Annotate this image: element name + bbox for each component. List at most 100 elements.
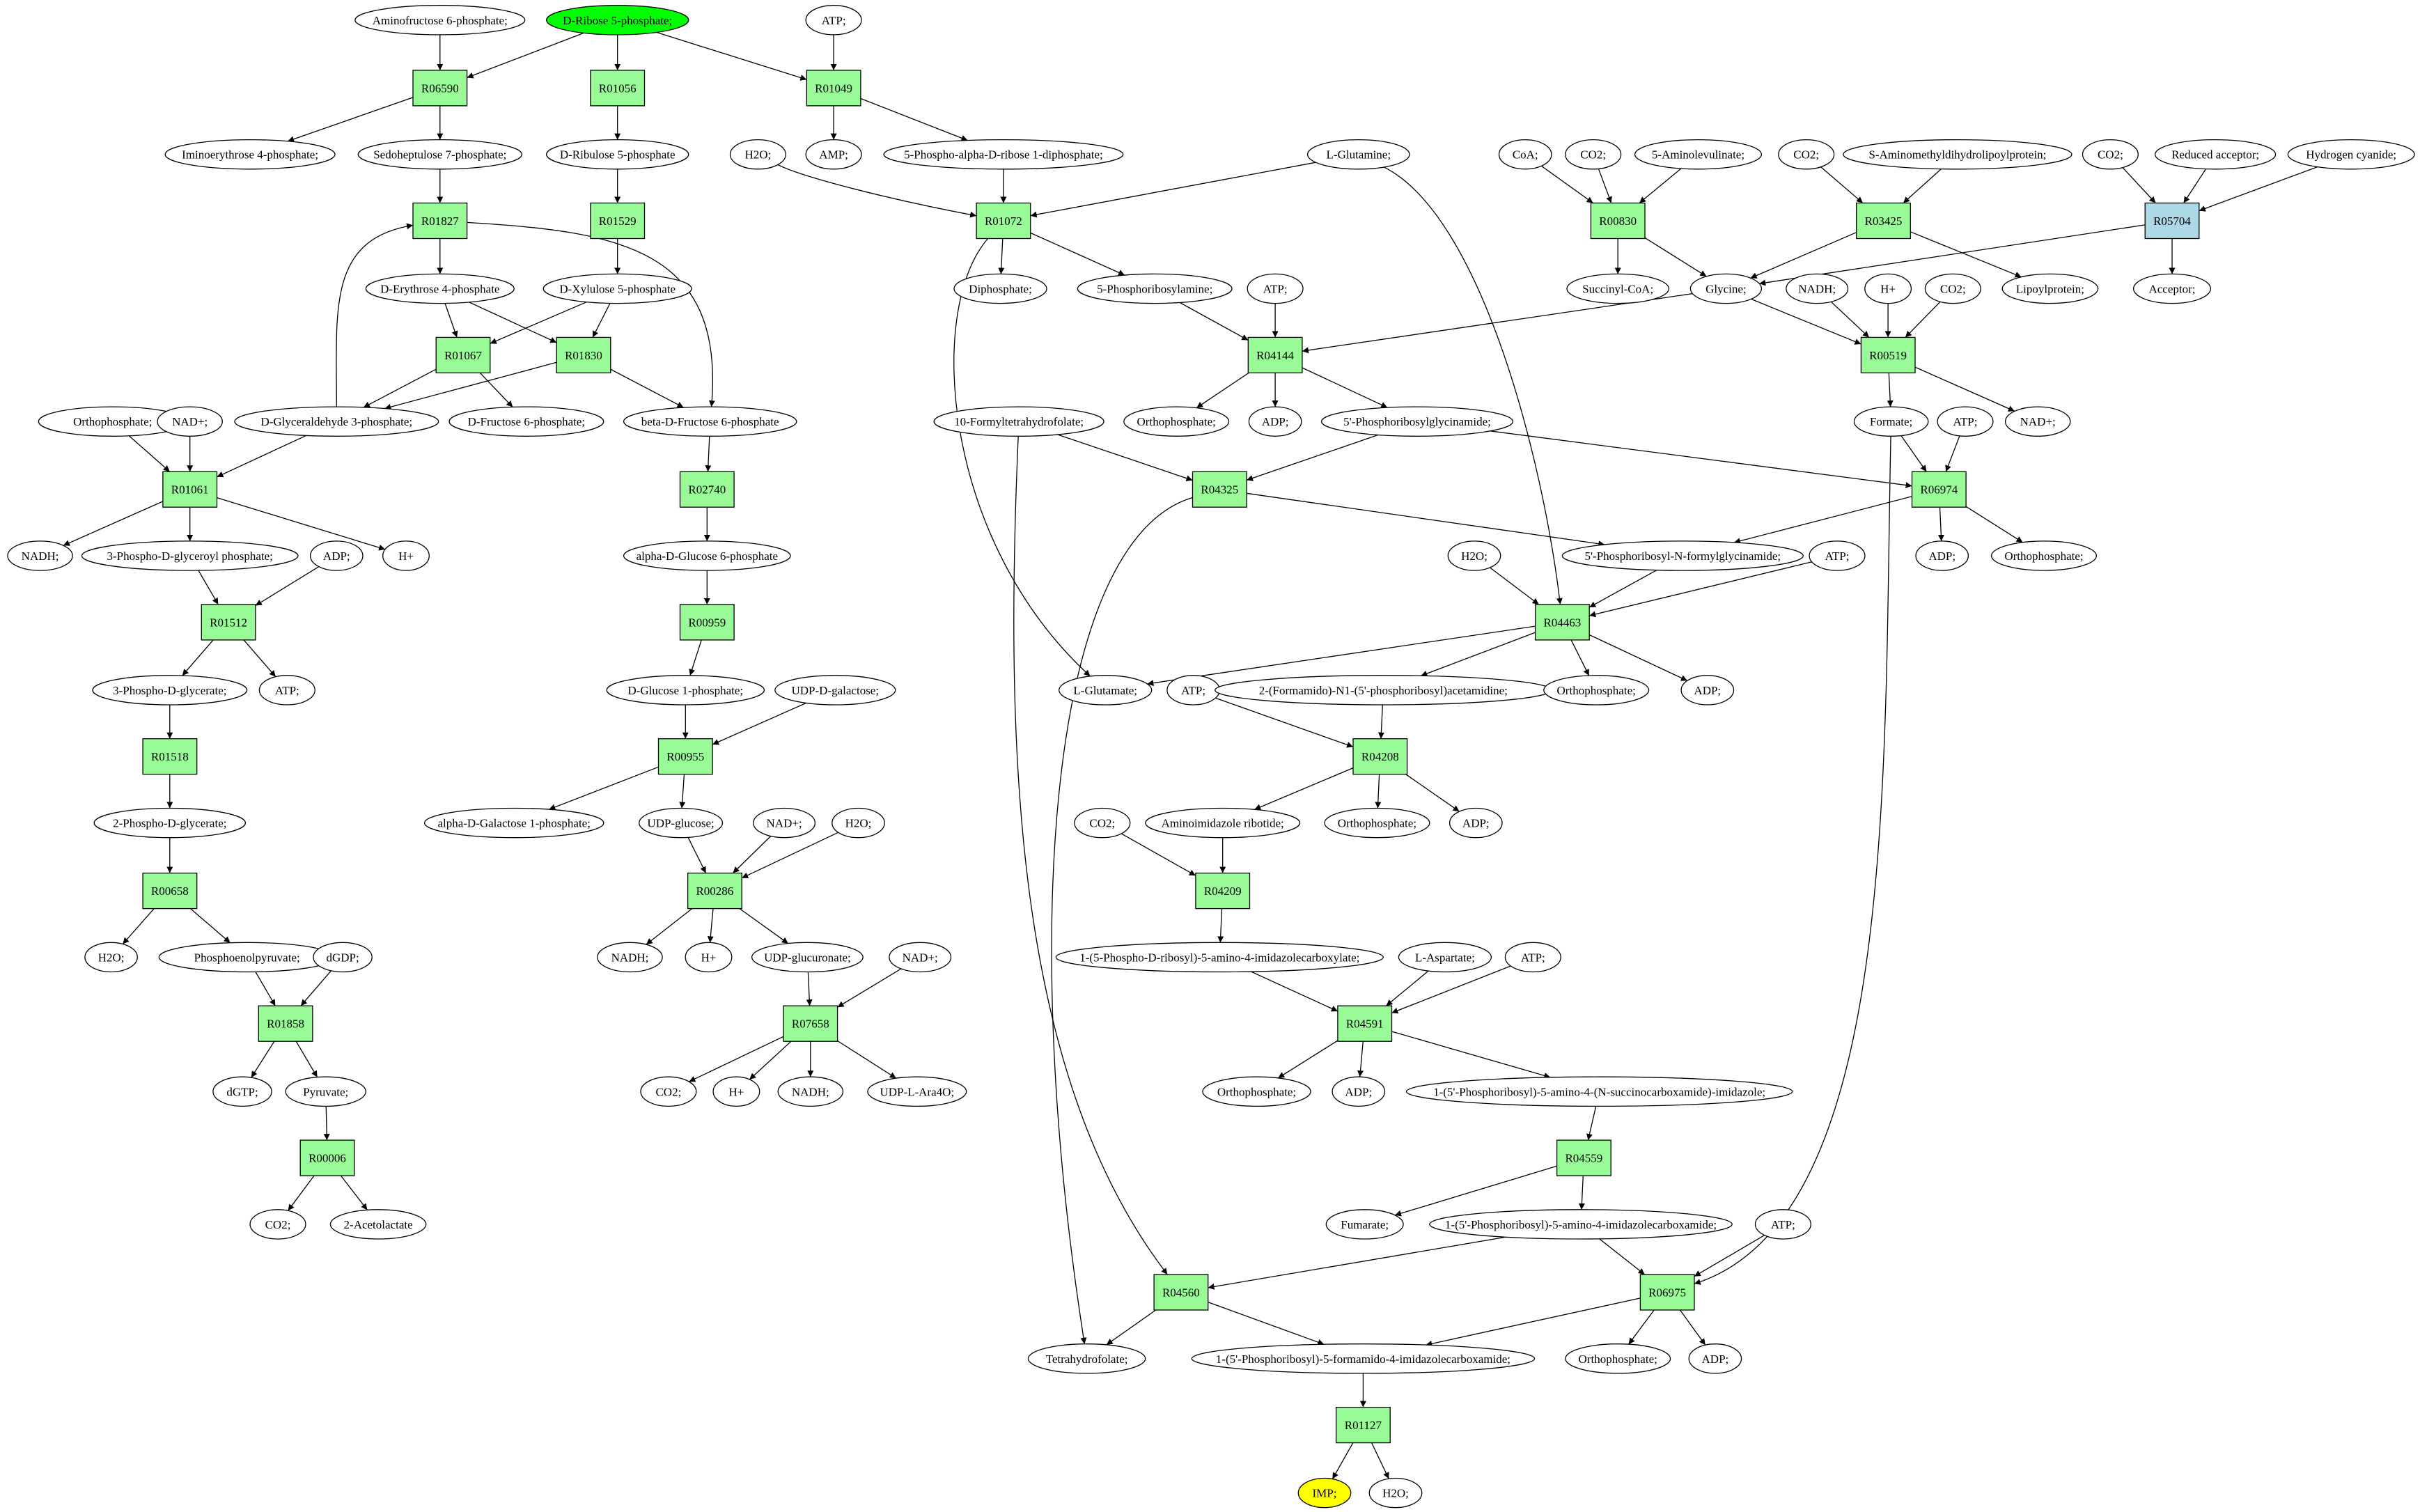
compound-node-hplus3[interactable]: H+ [685, 942, 733, 973]
reaction-node-R00658[interactable]: R00658 [142, 872, 198, 910]
compound-node-atp6[interactable]: ATP; [1166, 675, 1220, 706]
compound-node-udpglcu[interactable]: UDP-glucuronate; [751, 942, 864, 973]
reaction-node-R06590[interactable]: R06590 [412, 70, 468, 107]
compound-node-imino[interactable]: Iminoerythrose 4-phosphate; [164, 139, 336, 170]
compound-node-lipoyl[interactable]: Lipoylprotein; [2001, 273, 2099, 304]
compound-node-3pg[interactable]: 3-Phospho-D-glycerate; [92, 675, 248, 706]
compound-node-adp4[interactable]: ADP; [1680, 675, 1735, 706]
compound-node-nadh1[interactable]: NADH; [1786, 273, 1849, 304]
compound-node-co2b[interactable]: CO2; [1778, 139, 1835, 170]
compound-node-agal1p[interactable]: alpha-D-Galactose 1-phosphate; [423, 807, 604, 839]
compound-node-udpgal[interactable]: UDP-D-galactose; [774, 675, 896, 706]
compound-node-coa[interactable]: CoA; [1498, 139, 1552, 170]
compound-node-saicar[interactable]: 1-(5'-Phosphoribosyl)-5-amino-4-(N-succi… [1405, 1076, 1793, 1107]
compound-node-pep[interactable]: Phosphoenolpyruvate; [158, 942, 336, 973]
reaction-node-R04144[interactable]: R04144 [1247, 336, 1303, 374]
reaction-node-R06975[interactable]: R06975 [1639, 1274, 1695, 1311]
reaction-node-R03425[interactable]: R03425 [1856, 202, 1911, 240]
compound-node-h2o1[interactable]: H2O; [729, 139, 786, 170]
compound-node-atp8[interactable]: ATP; [1754, 1209, 1811, 1240]
compound-node-h2o5[interactable]: H2O; [1368, 1477, 1423, 1509]
compound-node-orthoE[interactable]: Orthophosphate; [1324, 807, 1430, 839]
compound-node-nadplus1[interactable]: NAD+; [157, 406, 223, 437]
reaction-node-R00286[interactable]: R00286 [687, 872, 742, 910]
compound-node-h2o3[interactable]: H2O; [832, 807, 885, 839]
compound-node-orthoB[interactable]: Orthophosphate; [1123, 406, 1230, 437]
reaction-node-R00959[interactable]: R00959 [679, 604, 735, 641]
compound-node-fru6p[interactable]: D-Fructose 6-phosphate; [448, 406, 604, 437]
reaction-node-R06974[interactable]: R06974 [1911, 471, 1967, 508]
compound-node-thf[interactable]: Tetrahydrofolate; [1027, 1343, 1146, 1374]
reaction-node-R01830[interactable]: R01830 [556, 336, 611, 374]
compound-node-nadh3[interactable]: NADH; [597, 942, 663, 973]
reaction-node-R04325[interactable]: R04325 [1192, 471, 1247, 508]
compound-node-succoa[interactable]: Succinyl-CoA; [1566, 273, 1670, 304]
compound-node-adp3[interactable]: ADP; [1915, 540, 1969, 571]
compound-node-atp3[interactable]: ATP; [1937, 406, 1994, 437]
compound-node-hcn[interactable]: Hydrogen cyanide; [2287, 139, 2415, 170]
compound-node-adp2[interactable]: ADP; [309, 540, 364, 571]
compound-node-air[interactable]: Aminoimidazole ribotide; [1145, 807, 1301, 839]
compound-node-sedo[interactable]: Sedoheptulose 7-phosphate; [357, 139, 522, 170]
reaction-node-R04560[interactable]: R04560 [1153, 1274, 1209, 1311]
compound-node-xyl5p[interactable]: D-Xylulose 5-phosphate [542, 273, 692, 304]
compound-node-10fthf[interactable]: 10-Formyltetrahydrofolate; [933, 406, 1104, 437]
reaction-node-R01858[interactable]: R01858 [258, 1005, 313, 1042]
compound-node-diphos[interactable]: Diphosphate; [953, 273, 1047, 304]
compound-node-dgdp[interactable]: dGDP; [313, 942, 373, 973]
compound-node-adp6[interactable]: ADP; [1332, 1076, 1386, 1107]
compound-node-udpara4o[interactable]: UDP-L-Ara4O; [867, 1076, 967, 1107]
compound-node-orthoC[interactable]: Orthophosphate; [1990, 540, 2098, 571]
compound-node-nadplus3[interactable]: NAD+; [753, 807, 816, 839]
compound-node-adp1[interactable]: ADP; [1248, 406, 1302, 437]
reaction-node-R01061[interactable]: R01061 [162, 471, 218, 508]
compound-node-redacc[interactable]: Reduced acceptor; [2154, 139, 2277, 170]
compound-node-orthoD[interactable]: Orthophosphate; [1543, 675, 1650, 706]
compound-node-nadh4[interactable]: NADH; [777, 1076, 844, 1107]
reaction-node-R01056[interactable]: R01056 [590, 70, 646, 107]
compound-node-orthoF[interactable]: Orthophosphate; [1202, 1076, 1311, 1107]
reaction-node-R04463[interactable]: R04463 [1534, 604, 1590, 641]
compound-node-co2g[interactable]: CO2; [249, 1209, 306, 1240]
compound-node-co2c[interactable]: CO2; [2082, 139, 2139, 170]
compound-node-acetolactate[interactable]: 2-Acetolactate [329, 1209, 427, 1240]
compound-node-co2f[interactable]: CO2; [640, 1076, 697, 1107]
compound-node-udpglc[interactable]: UDP-glucose; [639, 807, 724, 839]
compound-node-dribu[interactable]: D-Ribulose 5-phosphate [546, 139, 689, 170]
compound-node-h2o4[interactable]: H2O; [84, 942, 138, 973]
compound-node-hplus4[interactable]: H+ [712, 1076, 760, 1107]
compound-node-adp5[interactable]: ADP; [1449, 807, 1503, 839]
compound-node-3pdgp[interactable]: 3-Phospho-D-glyceroyl phosphate; [81, 540, 299, 571]
compound-node-drib5p[interactable]: D-Ribose 5-phosphate; [546, 5, 689, 36]
reaction-node-R01529[interactable]: R01529 [590, 202, 646, 240]
compound-node-fumarate[interactable]: Fumarate; [1325, 1209, 1404, 1240]
compound-node-aglc6p[interactable]: alpha-D-Glucose 6-phosphate [623, 540, 791, 571]
compound-node-samdl[interactable]: S-Aminomethyldihydrolipoylprotein; [1843, 139, 2072, 170]
compound-node-h2o2[interactable]: H2O; [1447, 540, 1501, 571]
compound-node-glycine[interactable]: Glycine; [1689, 273, 1763, 304]
reaction-node-R01072[interactable]: R01072 [976, 202, 1031, 240]
reaction-node-R00955[interactable]: R00955 [657, 738, 713, 775]
reaction-node-R00830[interactable]: R00830 [1590, 202, 1646, 240]
reaction-node-R02740[interactable]: R02740 [679, 471, 735, 508]
compound-node-faicar[interactable]: 1-(5'-Phosphoribosyl)-5-formamido-4-imid… [1191, 1343, 1536, 1374]
reaction-node-R07658[interactable]: R07658 [783, 1005, 838, 1042]
compound-node-adp7[interactable]: ADP; [1688, 1343, 1742, 1374]
compound-node-prlamine[interactable]: 5-Phosphoribosylamine; [1077, 273, 1233, 304]
compound-node-co2d[interactable]: CO2; [1924, 273, 1981, 304]
reaction-node-R01512[interactable]: R01512 [201, 604, 256, 641]
compound-node-orthoA[interactable]: Orthophosphate; [38, 406, 187, 437]
reaction-node-R01518[interactable]: R01518 [142, 738, 198, 775]
reaction-node-R01067[interactable]: R01067 [435, 336, 491, 374]
compound-node-atp5[interactable]: ATP; [258, 675, 315, 706]
reaction-node-R00006[interactable]: R00006 [299, 1139, 355, 1176]
compound-node-fgar[interactable]: 5'-Phosphoribosyl-N-formylglycinamide; [1561, 540, 1804, 571]
compound-node-atp7[interactable]: ATP; [1504, 942, 1561, 973]
compound-node-hplus1[interactable]: H+ [1864, 273, 1912, 304]
compound-node-dglc1p[interactable]: D-Glucose 1-phosphate; [606, 675, 765, 706]
compound-node-nadplus2[interactable]: NAD+; [2004, 406, 2071, 437]
reaction-node-R01049[interactable]: R01049 [806, 70, 861, 107]
compound-node-amp[interactable]: AMP; [805, 139, 862, 170]
compound-node-orthoG[interactable]: Orthophosphate; [1565, 1343, 1671, 1374]
compound-node-nadplus4[interactable]: NAD+; [889, 942, 952, 973]
